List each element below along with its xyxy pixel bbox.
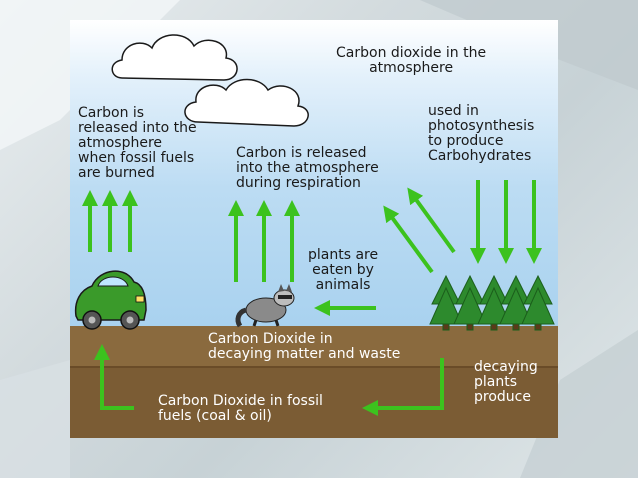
cloud-icon — [111, 34, 238, 81]
arrow-decay-to-fossil — [362, 358, 444, 416]
arrow-diagonal — [407, 187, 456, 254]
soil-lower-layer — [70, 366, 558, 438]
label-decaying-plants: decaying plants produce — [474, 359, 538, 405]
diagram-graphics — [74, 34, 555, 416]
label-fossil-fuels: Carbon Dioxide in fossil fuels (coal & o… — [158, 393, 323, 424]
label-respiration: Carbon is released into the atmosphere d… — [236, 145, 379, 191]
arrow-diagonal — [383, 205, 434, 274]
car-icon — [74, 270, 147, 330]
raccoon-icon — [235, 284, 295, 328]
label-photosynthesis: used in photosynthesis to produce Carboh… — [428, 103, 535, 164]
label-fossil-release: Carbon is released into the atmosphere w… — [78, 105, 197, 181]
tree-icon — [453, 274, 487, 331]
soil-divider — [70, 366, 558, 368]
label-decaying-matter: Carbon Dioxide in decaying matter and wa… — [208, 331, 401, 362]
tree-icon — [429, 274, 463, 331]
soil-upper-layer — [70, 326, 558, 366]
tree-icon — [521, 274, 555, 331]
label-plants-eaten: plants are eaten by animals — [308, 247, 379, 293]
tree-icon — [499, 274, 533, 331]
arrow-fossil-to-car — [94, 344, 134, 410]
cloud-icon — [184, 78, 309, 127]
label-atmosphere: Carbon dioxide in the atmosphere — [336, 45, 487, 76]
tree-icon — [477, 274, 511, 331]
carbon-cycle-diagram: Carbon dioxide in the atmosphere Carbon … — [70, 20, 558, 438]
